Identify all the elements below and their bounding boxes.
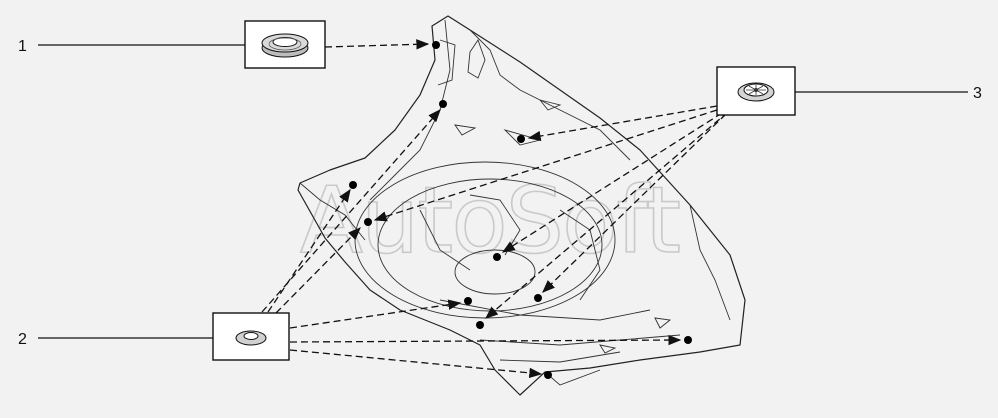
grommet-icon [261,33,309,58]
fixing-point [439,100,447,108]
arrows-part-1 [324,39,430,50]
callout-number-3: 3 [973,85,982,102]
fixing-point [476,321,484,329]
callout-2: 2 [18,312,290,361]
fixing-point [349,181,357,189]
fixing-point [684,336,692,344]
fixing-point [364,218,372,226]
fixing-point [517,135,525,143]
arrows-part-2 [261,109,682,379]
clip-icon [737,82,775,102]
watermark: AutoSoft [300,167,679,274]
callout-number-1: 1 [18,38,27,55]
fixing-point [493,253,501,261]
callout-1: 1 [18,20,326,69]
fixing-point [432,41,440,49]
callout-number-2: 2 [18,331,27,348]
fixing-point [534,294,542,302]
arrows-part-3 [373,105,729,319]
fixing-point [544,371,552,379]
callout-3: 3 [716,66,982,116]
fixing-point [464,297,472,305]
fixing-points [349,41,692,379]
plug-icon [235,330,267,346]
